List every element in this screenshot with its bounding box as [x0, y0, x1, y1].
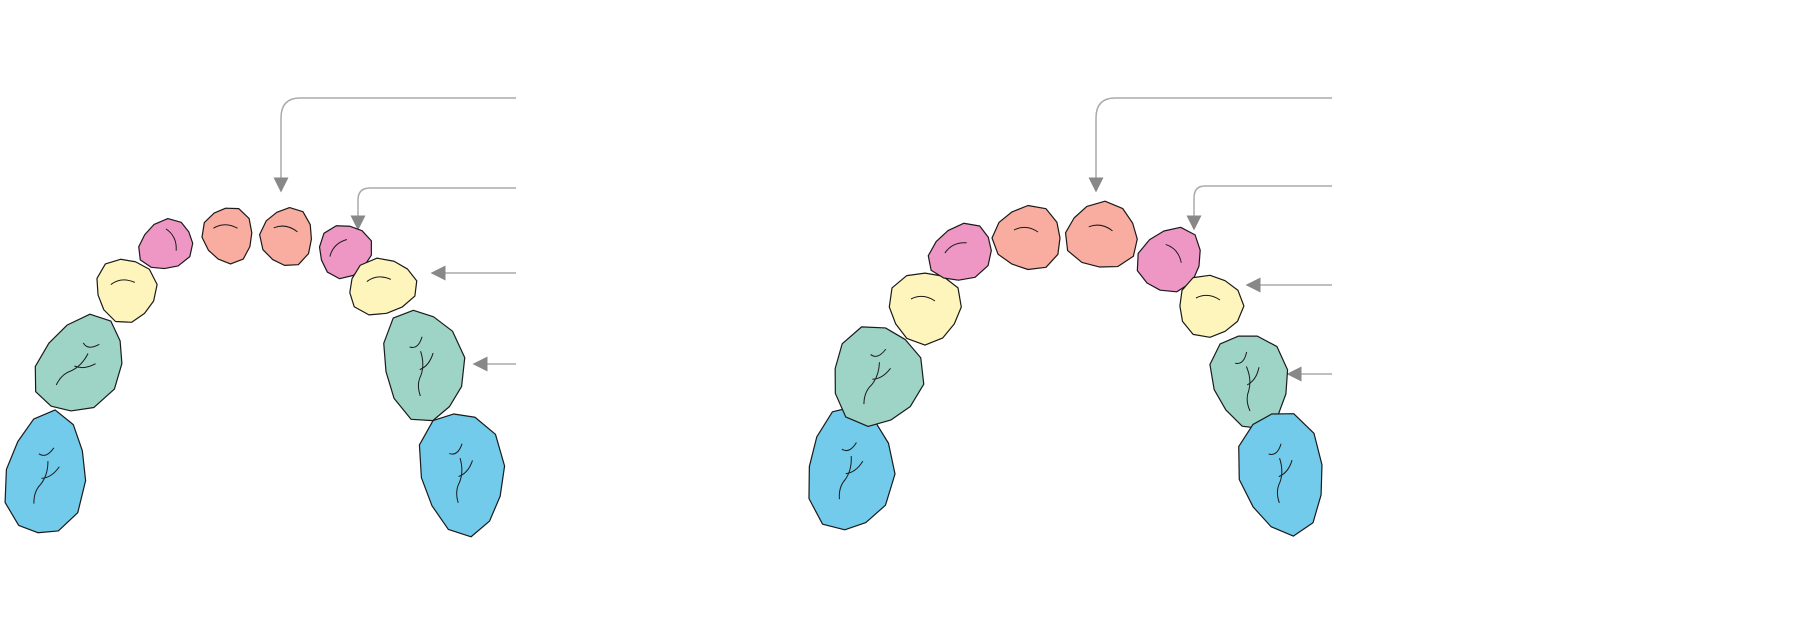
- tooth-groove: [366, 276, 392, 282]
- leader-arrow: [1186, 185, 1332, 231]
- teeth: [4, 200, 1323, 538]
- leader-arrow: [1088, 97, 1332, 193]
- tooth-groove: [1013, 226, 1039, 233]
- tooth-groove: [55, 342, 100, 386]
- tooth-incisor-lateral: [1136, 226, 1201, 293]
- tooth-incisor-lateral: [318, 225, 372, 280]
- tooth-incisor-lateral: [927, 222, 992, 281]
- tooth-groove: [110, 279, 136, 285]
- tooth-canine: [888, 272, 962, 346]
- tooth-groove: [838, 442, 864, 500]
- tooth-incisor-central: [1064, 200, 1138, 268]
- tooth-molar-first: [34, 313, 123, 412]
- tooth-groove: [910, 295, 936, 302]
- tooth-groove: [863, 348, 891, 405]
- tooth-groove: [409, 336, 434, 397]
- left-arch: [4, 207, 506, 538]
- tooth-molar-second: [808, 405, 896, 531]
- leader-arrow: [273, 97, 516, 193]
- tooth-incisor-central: [259, 207, 313, 266]
- tooth-groove: [33, 447, 60, 504]
- tooth-molar-first: [834, 326, 925, 428]
- tooth-groove: [165, 228, 177, 251]
- tooth-groove: [449, 443, 473, 503]
- leader-lines: [273, 97, 1332, 382]
- tooth-incisor-central: [201, 207, 253, 265]
- tooth-groove: [273, 225, 298, 233]
- tooth-groove: [1195, 294, 1221, 301]
- tooth-canine: [349, 257, 418, 316]
- tooth-incisor-lateral: [138, 217, 194, 270]
- tooth-groove: [1088, 224, 1113, 232]
- tooth-canine: [96, 258, 158, 323]
- tooth-groove: [1235, 351, 1260, 412]
- tooth-canine: [1179, 274, 1245, 338]
- leader-arrow: [350, 187, 516, 231]
- tooth-incisor-central: [991, 204, 1061, 271]
- tooth-groove: [213, 224, 238, 229]
- right-arch: [808, 200, 1323, 537]
- tooth-groove: [944, 242, 967, 254]
- tooth-molar-second: [418, 413, 506, 538]
- tooth-groove: [1268, 443, 1293, 504]
- tooth-groove: [329, 239, 347, 257]
- tooth-groove: [1165, 243, 1182, 263]
- tooth-molar-second: [1238, 413, 1323, 537]
- tooth-molar-first: [383, 309, 466, 422]
- tooth-molar-second: [4, 409, 87, 534]
